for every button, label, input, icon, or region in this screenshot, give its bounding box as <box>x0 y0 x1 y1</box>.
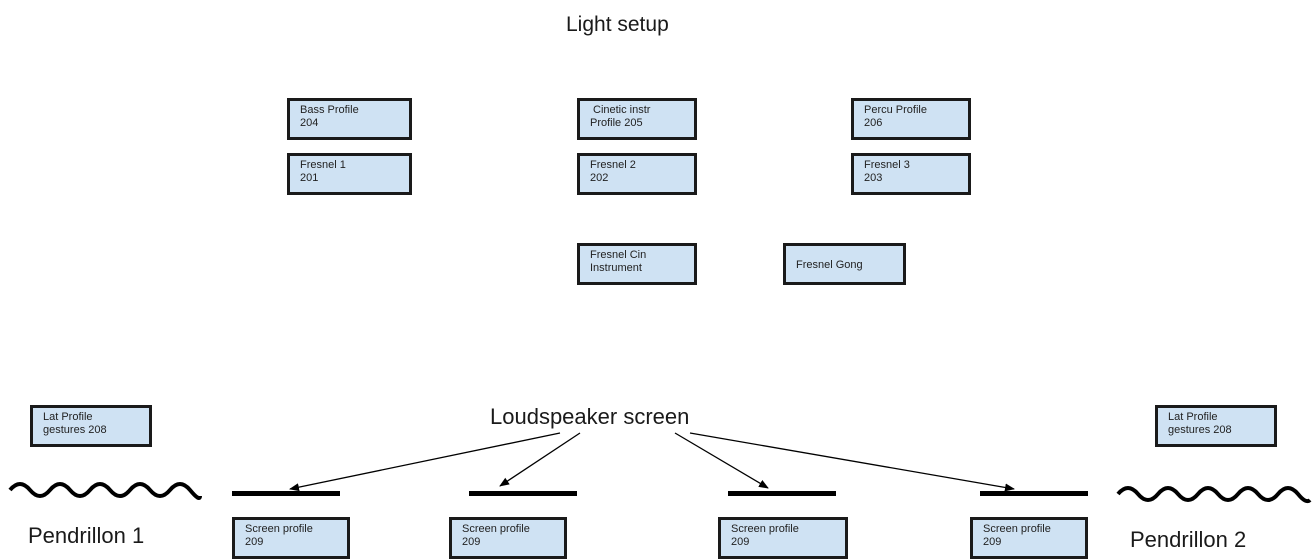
box-line2: 209 <box>462 536 481 548</box>
curtain-squiggle-right <box>1116 486 1312 504</box>
screen-profile-box: Screen profile 209 <box>718 517 848 559</box>
screen-rail-1 <box>232 491 340 496</box>
fresnel-1-box: Fresnel 1 201 <box>287 153 412 195</box>
box-line1: Fresnel Cin <box>590 249 647 261</box>
box-line1: Lat Profile <box>1168 411 1218 423</box>
box-line2: Profile 205 <box>590 117 643 129</box>
screen-rail-2 <box>469 491 577 496</box>
fresnel-gong-box: Fresnel Gong <box>783 243 906 285</box>
fresnel-cin-instrument-box: Fresnel Cin Instrument <box>577 243 697 285</box>
box-line2: 203 <box>864 172 883 184</box>
diagram-title: Light setup <box>566 13 669 36</box>
box-line1: Cinetic instr <box>593 104 651 116</box>
box-line1: Screen profile <box>462 523 530 535</box>
box-line2: 204 <box>300 117 319 129</box>
fresnel-3-box: Fresnel 3 203 <box>851 153 971 195</box>
box-line2: Instrument <box>590 262 642 274</box>
screen-profile-box: Screen profile 209 <box>970 517 1088 559</box>
arrow-to-screen-3 <box>674 432 769 489</box>
box-line2: gestures 208 <box>1168 424 1232 436</box>
arrow-to-screen-1 <box>289 432 561 492</box>
box-line2: 201 <box>300 172 319 184</box>
box-line2: 206 <box>864 117 883 129</box>
lat-profile-right-box: Lat Profile gestures 208 <box>1155 405 1277 447</box>
box-line1: Fresnel 3 <box>864 159 910 171</box>
box-line1: Fresnel Gong <box>796 259 863 271</box>
box-line1: Lat Profile <box>43 411 93 423</box>
box-line1: Screen profile <box>245 523 313 535</box>
fresnel-2-box: Fresnel 2 202 <box>577 153 697 195</box>
box-line2: 209 <box>983 536 1002 548</box>
pendrillon-1-label: Pendrillon 1 <box>28 523 145 548</box>
box-line1: Percu Profile <box>864 104 927 116</box>
box-line1: Bass Profile <box>300 104 359 116</box>
screen-profile-box: Screen profile 209 <box>449 517 567 559</box>
screen-rail-3 <box>728 491 836 496</box>
bass-profile-box: Bass Profile 204 <box>287 98 412 140</box>
box-line2: gestures 208 <box>43 424 107 436</box>
box-line1: Screen profile <box>983 523 1051 535</box>
screen-profile-box: Screen profile 209 <box>232 517 350 559</box>
loudspeaker-screen-label: Loudspeaker screen <box>490 404 690 429</box>
arrow-to-screen-4 <box>689 432 1015 492</box>
curtain-squiggle-left <box>8 482 202 500</box>
cinetic-profile-box: Cinetic instr Profile 205 <box>577 98 697 140</box>
percu-profile-box: Percu Profile 206 <box>851 98 971 140</box>
lat-profile-left-box: Lat Profile gestures 208 <box>30 405 152 447</box>
box-line2: 209 <box>731 536 750 548</box>
arrow-to-screen-2 <box>499 432 581 487</box>
pendrillon-2-label: Pendrillon 2 <box>1130 527 1247 552</box>
box-line2: 202 <box>590 172 609 184</box>
screen-rail-4 <box>980 491 1088 496</box>
box-line1: Screen profile <box>731 523 799 535</box>
box-line2: 209 <box>245 536 264 548</box>
box-line1: Fresnel 1 <box>300 159 346 171</box>
box-line1: Fresnel 2 <box>590 159 636 171</box>
